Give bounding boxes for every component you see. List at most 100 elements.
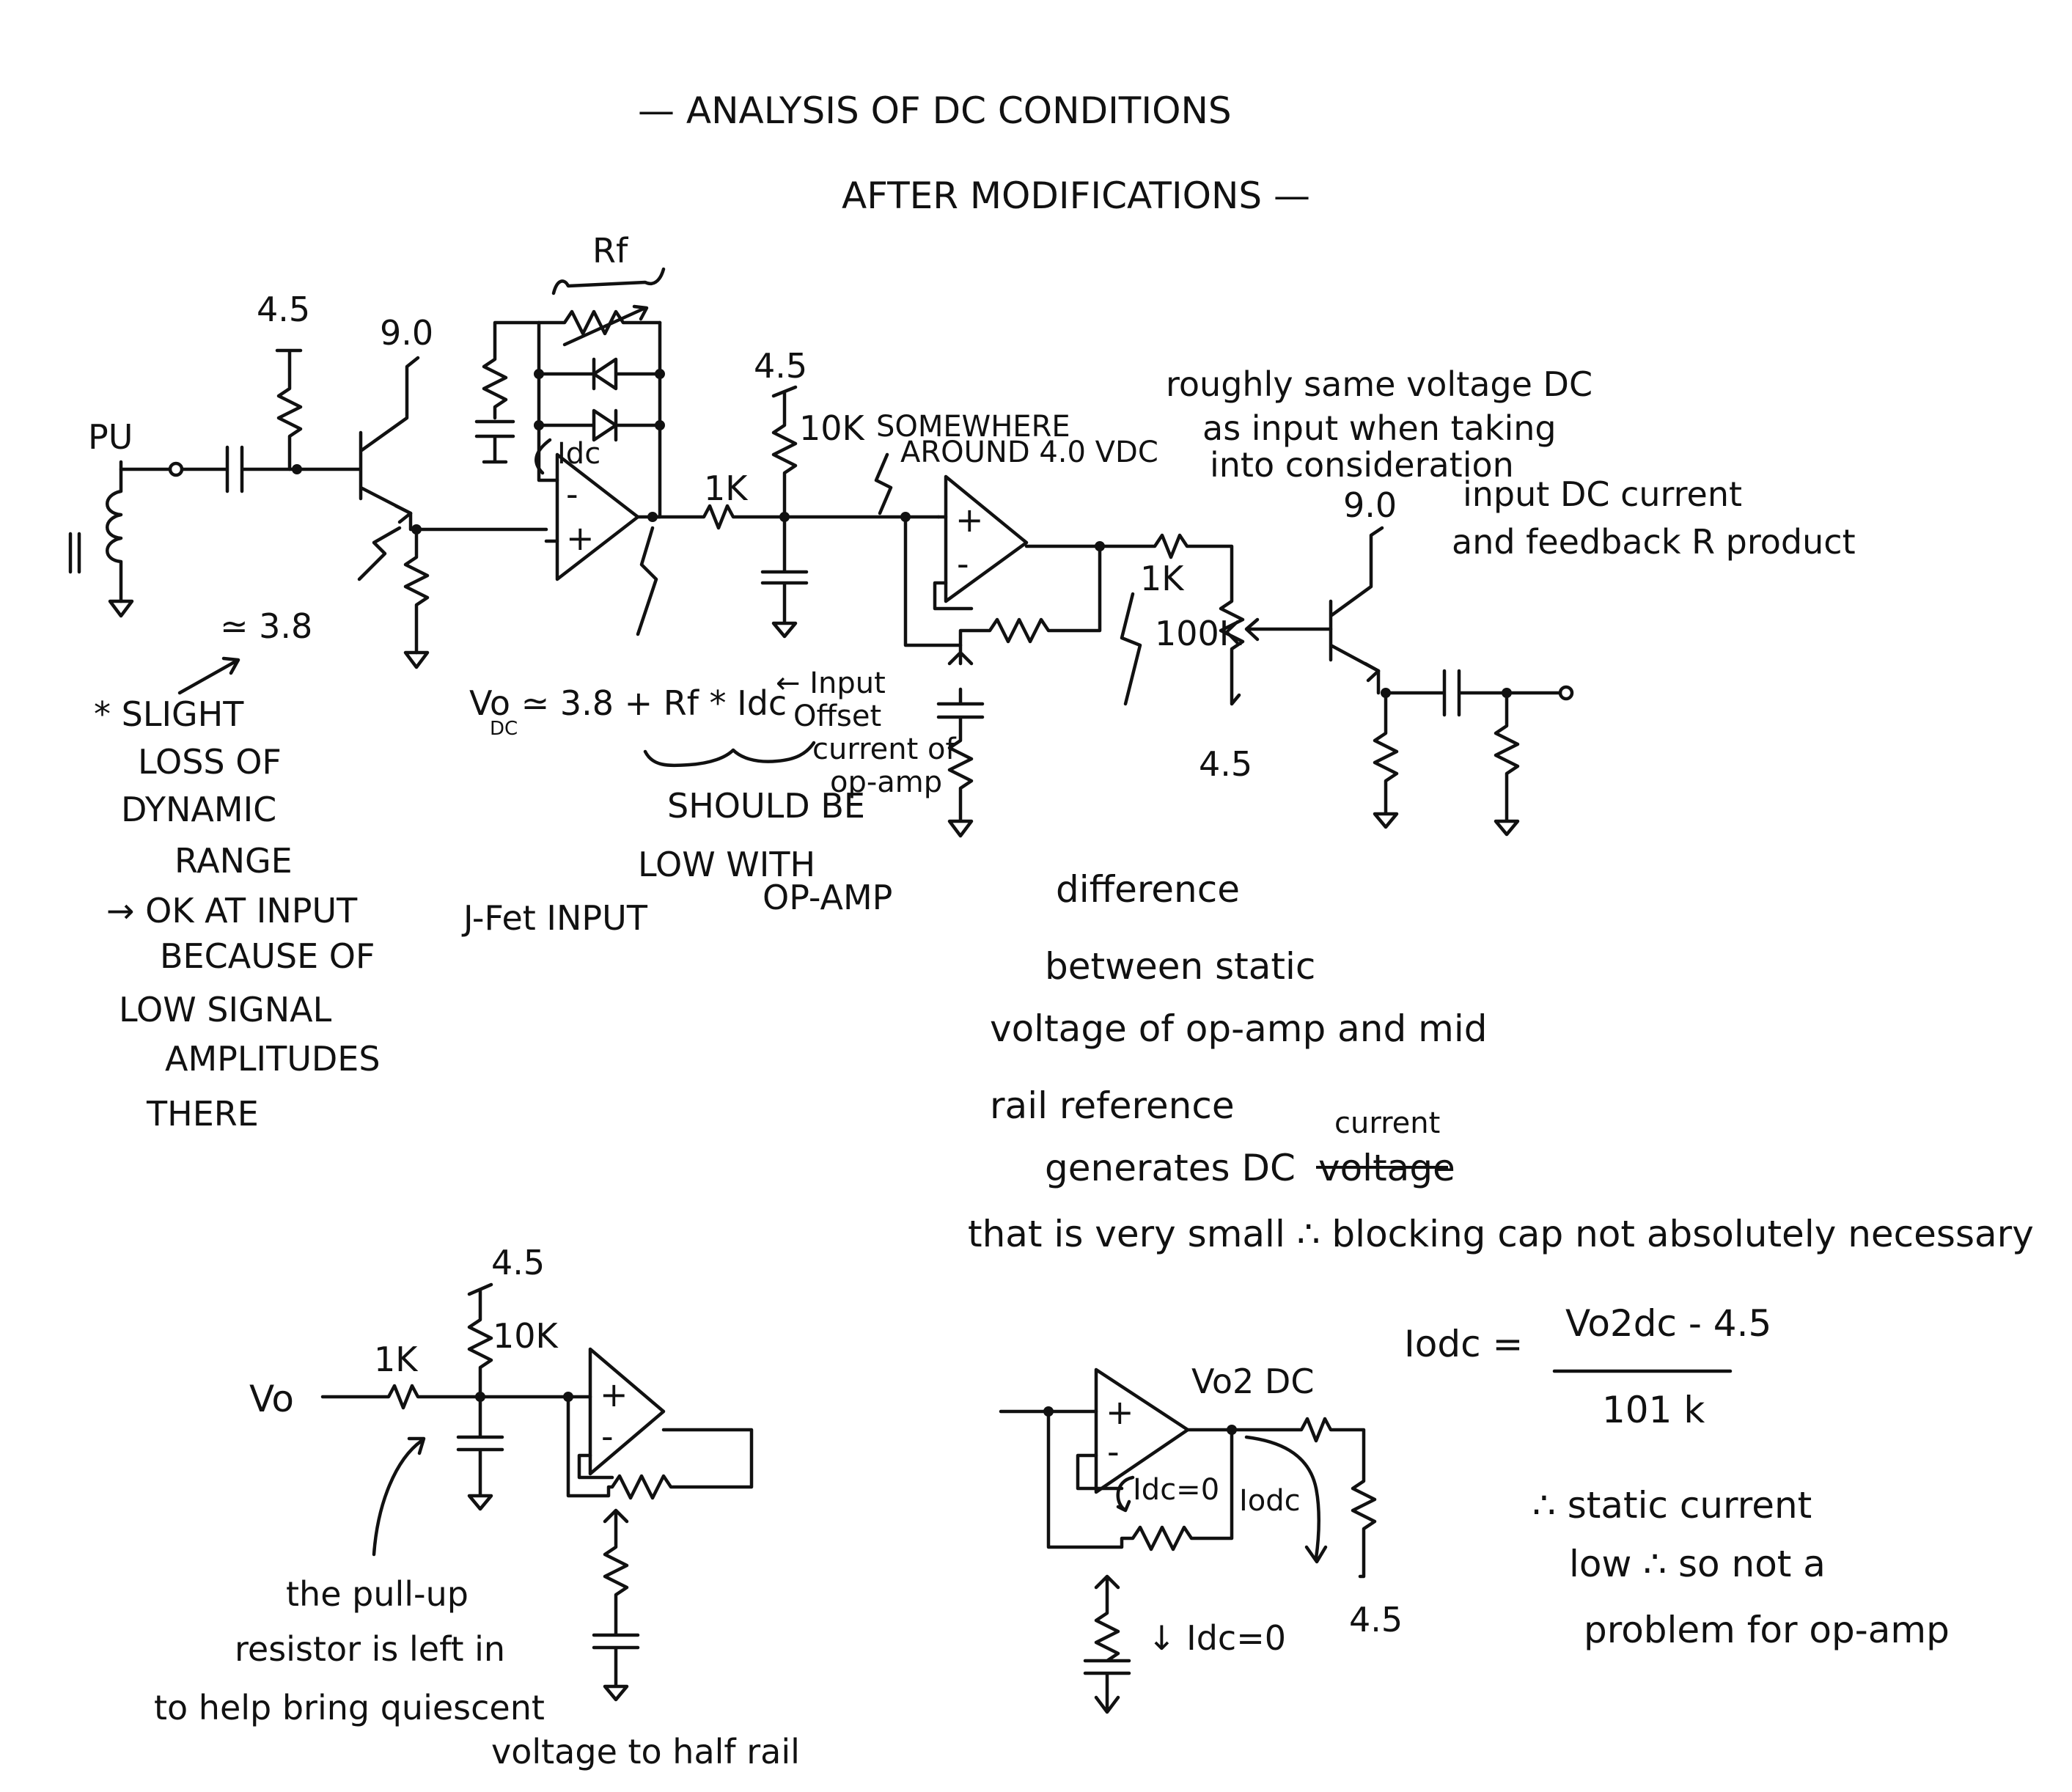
rf-brace — [551, 267, 666, 295]
pointer-zigzag — [874, 452, 893, 515]
pickup-coil — [68, 460, 134, 618]
output-coupling-capacitor — [1384, 669, 1509, 717]
r1k-b-and-100k-pot — [1098, 533, 1245, 706]
roughly-note-1: roughly same voltage DC — [1166, 364, 1592, 404]
bl-capacitor — [456, 1395, 504, 1511]
diff-note-2: between static — [1045, 945, 1315, 988]
diff-note-5b: current — [1334, 1106, 1440, 1140]
diff-note-1: difference — [1056, 868, 1240, 911]
output-jack — [1558, 685, 1574, 701]
bl-note-4: voltage to half rail — [491, 1732, 800, 1771]
bypass-capacitor — [760, 515, 809, 639]
bias-pullup-resistor — [275, 348, 303, 471]
approx-38-label: ≃ 3.8 — [220, 606, 312, 646]
somewhere-label-1: SOMEWHERE — [876, 410, 1070, 444]
br-static-2: low ∴ so not a — [1569, 1543, 1826, 1585]
underbrace — [643, 741, 816, 768]
br-eq-left: Iodc = — [1404, 1323, 1523, 1365]
supply-45-c-label: 4.5 — [1199, 744, 1252, 784]
slight-note-5: → OK AT INPUT — [106, 891, 358, 930]
input-jack — [168, 461, 184, 477]
bl-supply-label: 4.5 — [491, 1243, 545, 1282]
br-static-1: ∴ static current — [1532, 1484, 1812, 1527]
input-offset-1: ← Input — [776, 667, 886, 700]
opamp1-minus: - — [566, 474, 578, 514]
br-opamp-minus: - — [1107, 1432, 1120, 1472]
ground-symbol — [403, 650, 430, 669]
r1k-a-resistor — [650, 504, 787, 530]
feedback-diode-2 — [537, 408, 662, 442]
bl-10k-label: 10K — [493, 1316, 559, 1356]
pointer-zigzag — [636, 526, 658, 636]
pointer-zigzag — [1120, 592, 1142, 706]
slight-note-1: * SLIGHT — [94, 694, 244, 734]
r10k-pullup — [771, 385, 798, 519]
slight-note-9: THERE — [146, 1094, 259, 1134]
rc-to-ground — [474, 320, 541, 464]
slight-note-4: RANGE — [174, 841, 293, 881]
opamp1-plus: + — [566, 518, 595, 558]
roughly-note-3: into consideration — [1210, 445, 1514, 485]
title-line-1: — ANALYSIS OF DC CONDITIONS — [638, 89, 1232, 132]
br-eq-num: Vo2dc - 4.5 — [1565, 1302, 1771, 1345]
br-iodc-label: Iodc — [1239, 1484, 1301, 1518]
vo-equation: Vo ≃ 3.8 + Rf * Idc — [469, 683, 787, 723]
feedback-pot-arrow — [562, 304, 649, 347]
pickup-label: PU — [88, 417, 133, 457]
op-amp-note: OP-AMP — [763, 878, 892, 917]
br-opamp-plus: + — [1106, 1392, 1134, 1432]
node — [1043, 1406, 1054, 1417]
input-coupling-capacitor — [180, 445, 299, 493]
br-vref-network — [1083, 1574, 1131, 1714]
buffer-feedback-loop — [903, 515, 1102, 647]
bl-pullup-resistor — [467, 1282, 493, 1399]
br-idc0-b-label: ↓ Idc=0 — [1147, 1618, 1286, 1658]
diff-note-6: that is very small ∴ blocking cap not ab… — [968, 1213, 2034, 1255]
br-eq-den: 101 k — [1602, 1389, 1705, 1431]
idc-arrow-top — [534, 438, 552, 475]
input-offset-4: op-amp — [830, 765, 942, 799]
opamp-1 — [555, 452, 640, 581]
source-resistor — [403, 527, 430, 655]
approx-arrow — [177, 656, 240, 695]
br-idc0-a-label: Idc=0 — [1133, 1473, 1219, 1507]
diff-note-5a: generates DC — [1045, 1147, 1296, 1189]
input-offset-2: Offset — [793, 699, 881, 733]
transistor-arrow — [394, 504, 413, 524]
bl-note-3: to help bring quiescent — [154, 1688, 545, 1727]
r10k-label: 10K — [799, 408, 866, 448]
roughly-note-5: and feedback R product — [1452, 522, 1856, 562]
br-opamp — [1094, 1367, 1190, 1494]
br-idc-arrow — [1116, 1475, 1135, 1513]
slight-note-7: LOW SIGNAL — [119, 990, 332, 1029]
r1k-b-label: 1K — [1140, 559, 1185, 598]
bl-note-1: the pull-up — [286, 1574, 469, 1614]
br-iodc-arrow — [1244, 1435, 1328, 1564]
title-line-2: AFTER MODIFICATIONS — — [842, 175, 1310, 217]
bl-note-2: resistor is left in — [235, 1629, 505, 1669]
emitter-resistor — [1373, 691, 1399, 829]
bl-opamp-plus: + — [600, 1375, 628, 1414]
opamp2-minus: - — [957, 544, 969, 584]
bias-voltage-45-label: 4.5 — [257, 290, 310, 329]
output-transistor-arrow — [1363, 661, 1381, 683]
buffer-minus-wire — [933, 581, 974, 611]
input-offset-3: current of — [812, 732, 956, 766]
slight-note-2: LOSS OF — [138, 742, 282, 782]
should-be-2: LOW WITH — [638, 845, 815, 884]
vo-equation-subscript: DC — [490, 718, 518, 740]
r100k-label: 100K — [1155, 614, 1243, 653]
input-transistor — [295, 356, 420, 515]
br-load-resistor — [1230, 1417, 1377, 1579]
br-static-3: problem for op-amp — [1584, 1609, 1950, 1651]
opamp2-plus: + — [955, 500, 984, 540]
slight-note-6: BECAUSE OF — [160, 936, 375, 976]
br-45-label: 4.5 — [1349, 1600, 1403, 1639]
pot-wiper-arrow — [1244, 617, 1333, 642]
bl-1k-label: 1K — [374, 1340, 419, 1379]
r1k-a-label: 1K — [704, 469, 749, 508]
bl-opamp — [588, 1347, 666, 1476]
supply-90-label: 9.0 — [380, 313, 433, 353]
diff-note-4: rail reference — [990, 1084, 1235, 1127]
